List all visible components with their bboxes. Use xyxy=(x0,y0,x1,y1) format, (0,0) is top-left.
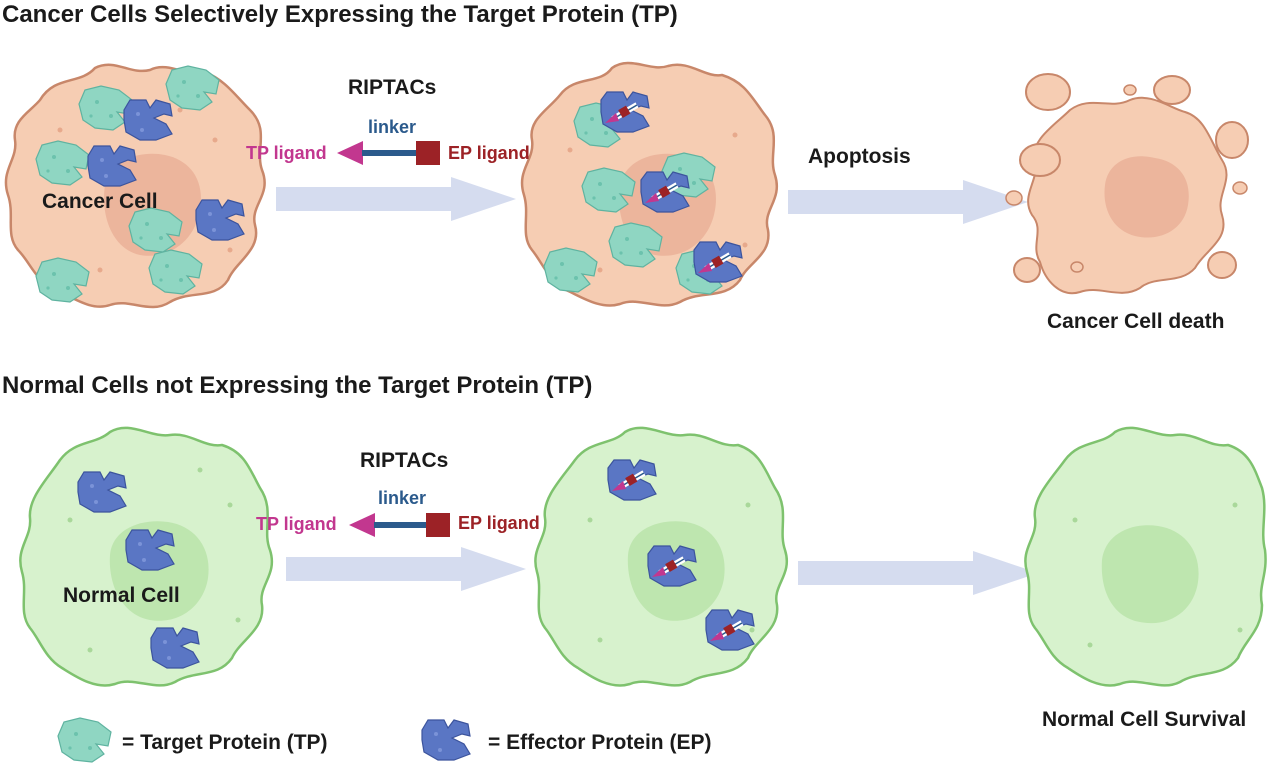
legend-effector-protein-label: = Effector Protein (EP) xyxy=(488,731,712,754)
top-section-title: Cancer Cells Selectively Expressing the … xyxy=(2,1,678,28)
riptacs-label-top: RIPTACs xyxy=(348,76,437,99)
normal-cell-survival-label: Normal Cell Survival xyxy=(1042,708,1247,731)
tp-ligand-label-top: TP ligand xyxy=(246,143,327,163)
cancer-cell-label: Cancer Cell xyxy=(42,190,158,213)
riptac-molecule-bottom xyxy=(349,513,450,537)
linker-bar xyxy=(362,150,418,156)
cancer-cell-2 xyxy=(520,61,778,307)
cancer-cell-1 xyxy=(4,63,266,309)
ep-ligand-label-bottom: EP ligand xyxy=(458,513,540,533)
normal-cell-2 xyxy=(534,426,788,687)
ep-ligand-square xyxy=(416,141,440,165)
tp-ligand-triangle xyxy=(349,513,375,537)
normal-cell-label: Normal Cell xyxy=(63,584,180,607)
normal-cell-3 xyxy=(1024,426,1267,687)
normal-cell-1 xyxy=(19,426,274,687)
legend-target-protein-icon xyxy=(57,717,112,763)
cancer-cell-death-label: Cancer Cell death xyxy=(1047,310,1225,333)
ep-ligand-square xyxy=(426,513,450,537)
dying-cancer-cell xyxy=(1005,73,1249,295)
linker-label-bottom: linker xyxy=(378,488,427,508)
riptac-molecule-top xyxy=(337,141,440,165)
bottom-section-title: Normal Cells not Expressing the Target P… xyxy=(2,372,593,399)
legend-target-protein-label: = Target Protein (TP) xyxy=(122,731,328,754)
process-arrow xyxy=(276,177,516,221)
tp-ligand-triangle xyxy=(337,141,363,165)
apoptosis-arrow xyxy=(788,180,1028,224)
process-arrow xyxy=(798,551,1038,595)
apoptosis-label: Apoptosis xyxy=(808,145,911,168)
riptacs-label-bottom: RIPTACs xyxy=(360,449,449,472)
linker-label-top: linker xyxy=(368,117,417,137)
tp-ligand-label-bottom: TP ligand xyxy=(256,514,337,534)
legend-effector-protein-icon xyxy=(421,719,471,761)
linker-bar xyxy=(374,522,430,528)
ep-ligand-label-top: EP ligand xyxy=(448,143,530,163)
process-arrow xyxy=(286,547,526,591)
